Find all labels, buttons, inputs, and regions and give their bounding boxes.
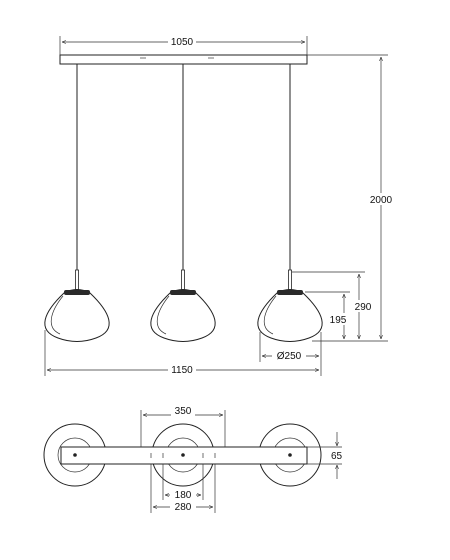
dim-label-overall-width: 1150 <box>171 365 193 376</box>
pendant-left <box>44 269 110 342</box>
plan-view: 350 65 180 280 <box>43 404 343 513</box>
dim-total-height: 2000 <box>307 54 396 342</box>
pendant-center <box>150 269 216 342</box>
dim-label-shade-diameter: Ø250 <box>277 351 302 362</box>
pendant-right <box>257 269 323 342</box>
dim-label-mount-spacing: 180 <box>175 490 192 501</box>
dim-label-shade-height-total: 290 <box>355 302 372 313</box>
dim-label-canopy-length: 1050 <box>171 37 194 48</box>
dim-shade-diameter: Ø250 <box>259 332 322 362</box>
dim-canopy-length: 1050 <box>59 35 308 55</box>
dim-label-total-height: 2000 <box>370 195 393 206</box>
canopy-bar <box>59 54 308 65</box>
dim-plan-span: 280 <box>150 464 216 513</box>
dim-label-plan-width: 350 <box>175 406 192 417</box>
elevation-view: 1050 <box>44 35 396 376</box>
dim-label-shade-height: 195 <box>330 315 347 326</box>
dim-overall-width: 1150 <box>44 330 322 376</box>
dim-label-plan-depth: 65 <box>331 451 343 462</box>
dim-mount-spacing: 180 <box>162 464 204 501</box>
dim-plan-width: 350 <box>140 404 226 447</box>
dim-label-plan-span: 280 <box>175 502 192 513</box>
dim-shade-height-total: 290 <box>292 271 376 339</box>
dim-plan-depth: 65 <box>307 432 343 479</box>
dim-shade-height: 195 <box>305 291 350 339</box>
